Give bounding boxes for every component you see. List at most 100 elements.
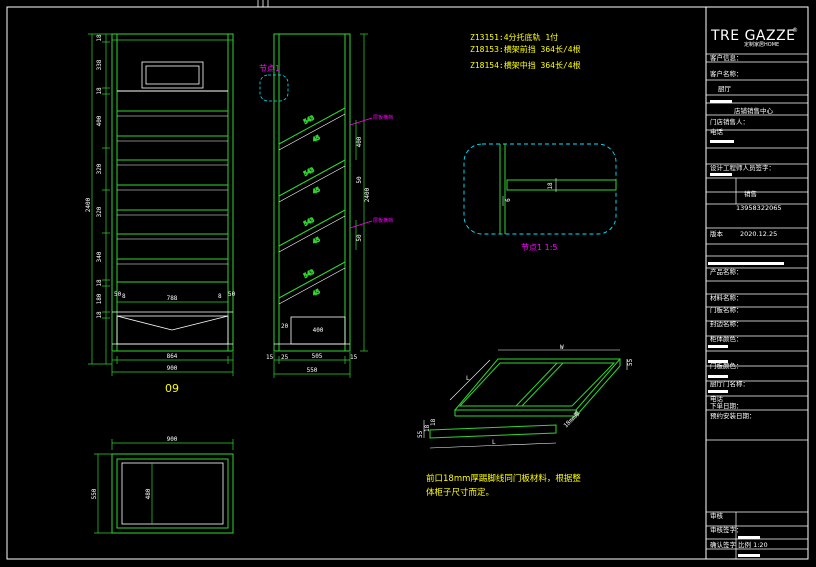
iso-top-d: L	[466, 375, 470, 382]
title-block-field-bar-small-1	[708, 345, 728, 348]
title-block-row-13: 材料名称：	[710, 293, 743, 302]
side-node-label: 节点1	[259, 64, 280, 73]
iso-bar-h: 18	[424, 424, 431, 432]
side-spacing-2: 50	[356, 234, 363, 242]
title-block-row-2: 客户名称：	[710, 69, 743, 78]
plan-depth: 550	[91, 488, 98, 499]
side-depth-total: 550	[307, 367, 318, 374]
title-block-row-14: 门板名称：	[710, 305, 743, 314]
front-spacing-7: 340	[96, 251, 103, 262]
iso-side: 55	[627, 358, 634, 366]
front-spacing-6: 320	[96, 206, 103, 217]
title-block-row-5: 门店销售人：	[710, 117, 749, 126]
title-block-row-9: 13958322065	[736, 204, 782, 212]
title-block-field-bar-small-4	[708, 390, 728, 393]
brand-mark: ®	[792, 27, 798, 34]
note-line-1: Z13151:4分托底轨 1付	[470, 32, 558, 42]
title-block-row-17: 门板颜色：	[710, 361, 743, 370]
instruction-line-1: 前口18mm厚踢脚线同门板材料，根据整	[426, 473, 581, 484]
front-spacing-3: 18	[96, 87, 103, 95]
title-block-row-6: 电话	[710, 127, 724, 136]
title-block-row-20: 下单日期：	[710, 401, 743, 410]
front-bottom-right: 50	[228, 291, 236, 298]
title-block-row-8: 销售	[744, 189, 757, 198]
node-detail: 18 6 节点1 1:5	[463, 143, 617, 252]
front-spacing-10: 18	[96, 311, 103, 319]
title-block-field-bar-5	[738, 536, 760, 539]
node-dim-h: 18	[547, 182, 554, 190]
side-shelf-1	[278, 107, 346, 145]
side-shelf-len-4: 543	[303, 268, 316, 279]
side-bottom-right: 15	[350, 354, 358, 361]
title-block-row-21: 预约安装日期：	[710, 411, 756, 420]
front-bottom-left: 50	[114, 291, 122, 298]
title-block-row-25: 比例 1:20	[738, 540, 768, 549]
front-spacing-1: 18	[96, 34, 103, 42]
side-shelf-small-4: 45	[312, 288, 322, 298]
instruction-line-2: 体柜子尺寸而定。	[426, 487, 494, 498]
title-block-field-bar-small-2	[708, 360, 728, 363]
side-shelf-small-3: 45	[312, 236, 322, 246]
front-width-inner: 864	[167, 353, 178, 360]
title-block-row-7: 设计工程师人员签字：	[710, 163, 775, 172]
title-block-row-11: 版本	[710, 229, 724, 238]
node-dim-v: 6	[505, 198, 512, 202]
iso-left-a: 55	[417, 430, 424, 438]
iso-left-b: 18	[430, 418, 437, 426]
side-total-height: 2400	[364, 187, 371, 202]
side-shelf-3	[278, 209, 346, 247]
notes: Z13151:4分托底轨 1付 Z18153:横架前挡 364长/4根 Z181…	[470, 32, 581, 70]
title-block: TRE GAZZE ® 定制家居HOME 客户信息：客户名称：厨厅店铺销售中心门…	[706, 27, 808, 559]
note-line-3: Z18154:横架中挡 364长/4根	[470, 60, 581, 70]
title-block-row-24: 确认签字	[710, 540, 737, 549]
title-block-field-bar-1	[710, 100, 732, 103]
side-shelf-edge-4	[278, 267, 346, 305]
title-block-row-10: 2020.12.25	[740, 230, 777, 238]
title-block-field-bar-small-3	[708, 375, 728, 378]
front-spacing-4: 400	[96, 115, 103, 126]
sheet-edge-marks	[257, 0, 269, 7]
iso-bar-t: 18mm厚	[562, 410, 581, 429]
sheet-border	[6, 6, 809, 560]
node-detail-label: 节点1 1:5	[521, 243, 558, 252]
front-total-height: 2400	[85, 197, 92, 212]
plan-width: 900	[167, 436, 178, 443]
title-block-row-23: 审核签字：	[710, 525, 743, 534]
front-view-label: 09	[165, 382, 179, 395]
title-block-row-22: 审核	[710, 511, 724, 520]
side-shelf-edge-1	[278, 113, 346, 151]
side-plinth-small: 20	[281, 323, 289, 330]
side-bottom-left: 15	[266, 354, 274, 361]
front-spacing-5: 320	[96, 163, 103, 174]
side-shelf-2	[278, 159, 346, 197]
title-block-row-1: 客户信息：	[710, 53, 743, 62]
title-block-field-bar-2	[710, 140, 734, 143]
iso-bottom-l: L	[492, 439, 496, 446]
front-spacing-2: 338	[96, 59, 103, 70]
title-block-row-16: 柜体颜色：	[710, 334, 743, 343]
instruction: 前口18mm厚踢脚线同门板材料，根据整 体柜子尺寸而定。	[426, 473, 581, 498]
title-block-field-bar-4	[708, 262, 784, 265]
iso-top-w: W	[560, 344, 564, 351]
brand-sub: 定制家居HOME	[744, 41, 779, 48]
side-shelf-small-2: 45	[312, 186, 322, 196]
title-block-field-bar-3	[710, 173, 732, 176]
side-shelf-len-3: 543	[303, 216, 316, 227]
title-block-row-18: 厨厅门名称：	[710, 379, 749, 388]
side-shelf-4	[278, 261, 346, 299]
front-drawer-side-l: 8	[122, 293, 126, 300]
side-spacing-1: 400	[356, 136, 363, 147]
side-shelf-len-1: 543	[303, 114, 316, 125]
title-block-field-bar-6	[738, 554, 760, 557]
side-bottom-mid: 25	[281, 354, 289, 361]
title-block-row-15: 封边名称：	[710, 319, 743, 328]
side-shelf-edge-3	[278, 215, 346, 253]
iso-detail: W L 55 L 18mm厚 18 55 18	[417, 344, 634, 449]
plan-inner: 480	[145, 488, 152, 499]
front-spacing-9: 180	[96, 293, 103, 304]
side-tag-1: 层板横档	[373, 114, 393, 121]
